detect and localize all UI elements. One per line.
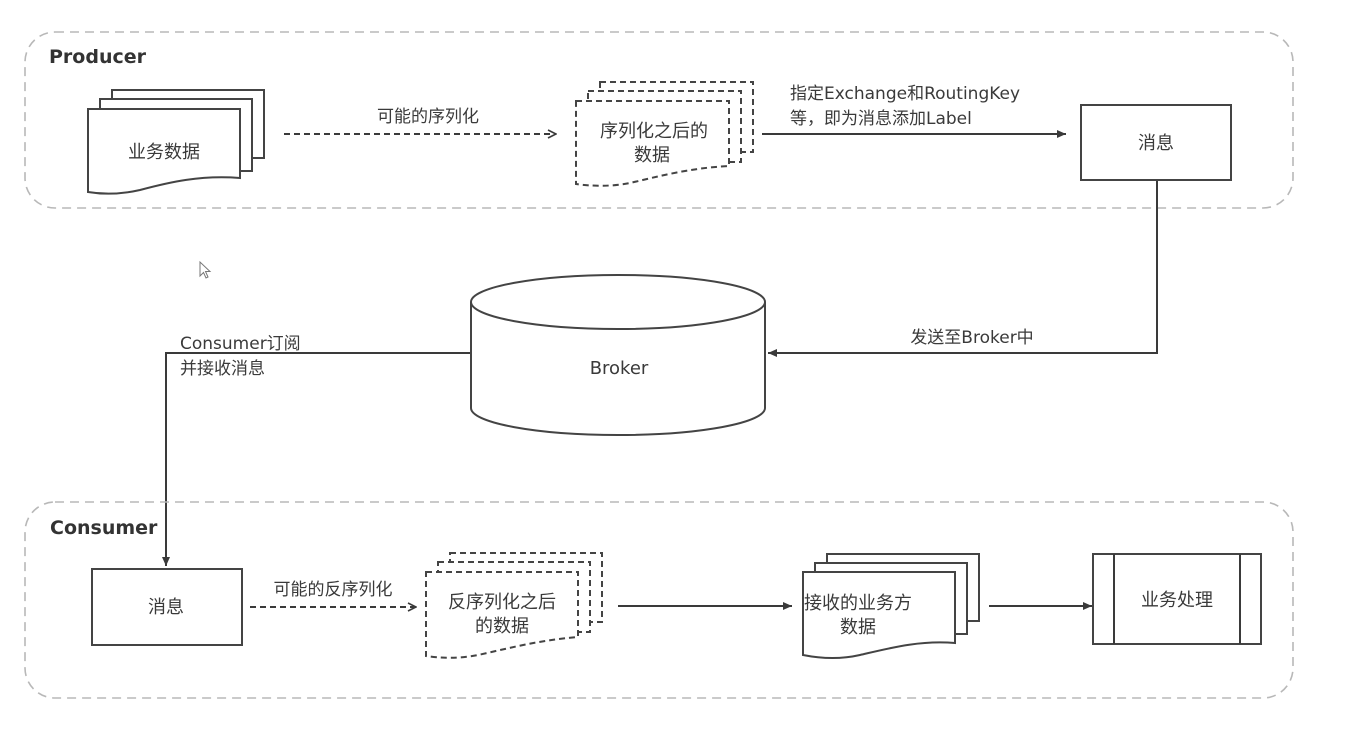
business-processing-label: 业务处理 [1141,590,1213,611]
serialize-edge: 可能的序列化 [284,107,556,134]
subscribe-edge: Consumer订阅 并接收消息 [162,334,470,566]
serialize-edge-label: 可能的序列化 [377,107,479,127]
mouse-cursor-icon [199,260,212,279]
producer-message-node[interactable]: 消息 [1080,104,1232,181]
received-data-label-line2: 数据 [840,617,876,638]
deserialized-data-label-line1: 反序列化之后 [448,592,556,613]
consumer-message-label: 消息 [148,597,184,618]
producer-message-label: 消息 [1138,133,1174,154]
send-to-broker-edge: 发送至Broker中 [768,181,1158,357]
producer-title: Producer [49,46,147,68]
deserialized-data-node[interactable]: 反序列化之后 的数据 [425,552,603,659]
producer-container: Producer [24,31,1294,209]
broker-label: Broker [590,358,649,379]
add-label-edge: 指定Exchange和RoutingKey 等，即为消息添加Label [762,84,1066,138]
send-to-broker-label: 发送至Broker中 [910,328,1033,348]
business-processing-node[interactable]: 业务处理 [1092,553,1262,645]
business-data-node[interactable]: 业务数据 [87,89,265,195]
deserialize-edge-label: 可能的反序列化 [274,580,393,600]
serialized-data-node[interactable]: 序列化之后的 数据 [575,81,754,187]
business-data-label: 业务数据 [128,142,200,163]
add-label-edge-line1: 指定Exchange和RoutingKey [790,84,1020,104]
consumer-title: Consumer [50,517,158,539]
received-data-label-line1: 接收的业务方 [804,593,912,614]
serialized-data-label-line1: 序列化之后的 [600,121,708,142]
consumer-container: Consumer [24,501,1294,699]
broker-node[interactable]: Broker [470,274,766,436]
subscribe-edge-line2: 并接收消息 [180,359,265,379]
deserialize-edge: 可能的反序列化 [250,580,416,607]
serialized-data-label-line2: 数据 [634,145,670,166]
subscribe-edge-line1: Consumer订阅 [180,334,301,354]
received-data-node[interactable]: 接收的业务方 数据 [802,553,980,659]
deserialized-data-label-line2: 的数据 [475,616,529,637]
consumer-message-node[interactable]: 消息 [91,568,243,646]
add-label-edge-line2: 等，即为消息添加Label [790,109,972,129]
